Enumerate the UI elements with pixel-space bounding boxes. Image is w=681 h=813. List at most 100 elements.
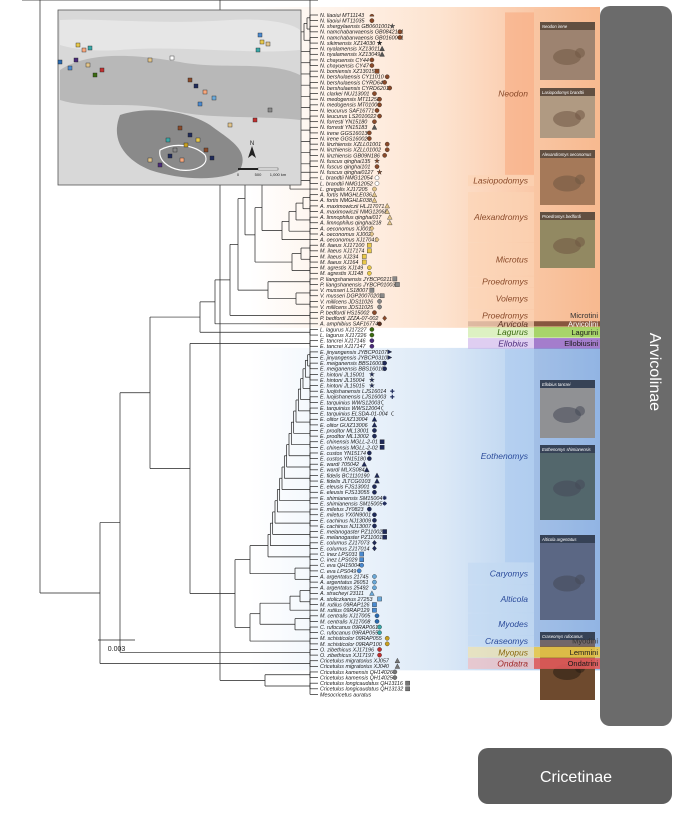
photo-animal-4 [553, 407, 581, 423]
leaf-label: E. meiganensis BBS16010 [320, 367, 384, 373]
tribe-bar-lagurini [534, 326, 600, 338]
map-sample-point [177, 125, 183, 131]
tip-symbol [369, 327, 375, 332]
photo-animal-head-5 [575, 479, 585, 490]
leaf-label: E. eleusis FJS13001 [320, 485, 369, 491]
photo-caption-1: Lasiopodomys brandtii [542, 90, 585, 95]
tip-symbol [397, 35, 403, 40]
tip-symbol [377, 596, 382, 602]
genus-box-alexandromys [468, 192, 534, 243]
tribe-label-microtini: Microtini [570, 311, 598, 320]
leaf-label: M. ilaeus XJ17100 [320, 243, 364, 249]
tip-symbol [374, 236, 380, 243]
genus-label-neodon: Neodon [498, 89, 528, 99]
photo-caption-bar-3 [540, 212, 595, 220]
genus-box-lagurus [468, 326, 534, 338]
leaf-label: E. luojishanensis LJS16014 [320, 389, 386, 395]
leaf-label: N. linzhiensis XZLL01002 [320, 148, 381, 154]
tip-symbol [382, 360, 387, 366]
subfamily-label-cricetinae: Cricetinae [540, 769, 612, 786]
genus-box-lasiopodomys [468, 175, 534, 187]
tip-symbol [387, 85, 393, 91]
photo-animal-2 [553, 175, 581, 192]
leaf-label: M. rutilus 09RAP126 [320, 602, 369, 608]
leaf-label: N. leucurus LS2010022 [320, 114, 376, 120]
tip-symbol [376, 168, 383, 175]
tip-symbol [367, 130, 372, 136]
tip-symbol [377, 102, 382, 108]
leaf-label: E. colurnus ZJ17014 [320, 546, 369, 552]
tip-symbol [361, 461, 367, 467]
subfamily-band-arvicolinae [600, 6, 672, 726]
tip-symbol [392, 276, 398, 282]
map-sample-point [193, 83, 199, 89]
genus-label-lagurus: Lagurus [497, 327, 528, 337]
tip-symbol [377, 624, 382, 630]
genus-box-microtus [468, 242, 534, 276]
photo-caption-bar-1 [540, 88, 595, 96]
tip-symbol [379, 45, 385, 51]
leaf-label: V. musseri LS18007 [320, 288, 369, 294]
leaf-label: C. inez LPS031 [320, 552, 357, 558]
tribe-bar-microtini [534, 9, 600, 321]
map-sample-point [167, 153, 173, 159]
leaf-label: E. wardi 705042 [320, 462, 359, 468]
leaf-label: M. ilaeus XJ164 [320, 260, 358, 266]
map-sample-point [99, 67, 105, 73]
photo-caption-3: Proedromys bedfordi [542, 214, 582, 219]
genus-box-proedromys [468, 309, 534, 321]
leaf-label: N. namchabarwaensis GB0160001 [320, 35, 404, 41]
tip-symbol [387, 355, 393, 360]
leaf-label: A. stracheyi 23111 [319, 591, 364, 597]
leaf-label: E. miletus JY0823 [320, 507, 363, 513]
tip-symbol [369, 18, 375, 23]
tip-symbol [367, 136, 372, 141]
leaf-label: N. shergylaensis GB0601001 [320, 24, 390, 30]
tribe-label-lagurini: Lagurini [571, 328, 598, 337]
leaf-label: L. brandtii NMG12054 [320, 176, 373, 182]
leaf-label: A. fortis NMGHLE036 [319, 193, 372, 199]
genus-box-arvicola [468, 321, 534, 327]
photo-caption-6: Alticola argentatus [541, 537, 577, 542]
tip-symbol [372, 91, 377, 96]
tip-symbol [369, 57, 375, 63]
tip-symbol [367, 450, 372, 456]
leaf-label: E. shimianensis SM15005 [320, 501, 383, 507]
leaf-label: N. linzhiensis XZLL01001 [320, 142, 381, 148]
tribe-label-ondatrini: Ondatrini [568, 659, 599, 668]
tip-symbol [369, 63, 375, 68]
tip-symbol [394, 657, 401, 664]
tip-symbol [374, 472, 380, 478]
leaf-label: P. bedfordi HS15002 [320, 310, 369, 316]
genus-box-neodon [505, 12, 534, 175]
tip-symbol [369, 287, 375, 293]
tip-symbol [369, 590, 375, 596]
tip-symbol [361, 259, 367, 265]
photo-caption-4: Ellobius tancrei [542, 382, 571, 387]
map-sample-point [259, 39, 265, 45]
leaf-label: Cricetulus longicaudatus QH13116 [320, 681, 403, 687]
photo-caption-5: Eothenomys shimianensis [542, 447, 592, 452]
genus-label-alexandromys: Alexandromys [473, 212, 529, 222]
photo-caption-bar-2 [540, 150, 595, 158]
leaf-label: Mesocricetus auratus [320, 692, 372, 698]
map-north [60, 19, 300, 52]
tip-symbol [374, 108, 380, 113]
leaf-label: E. fidelis BC1110190 [320, 473, 370, 479]
leaf-label: N. sikimensis XZ14030 [320, 41, 375, 47]
tip-symbol [359, 557, 364, 562]
tip-symbol [359, 562, 364, 568]
tip-symbol [377, 113, 382, 119]
tip-symbol [392, 669, 398, 675]
scale-bar-label: 0.003 [108, 646, 126, 653]
genus-box-volemys [468, 287, 534, 310]
leaf-label: N. fuscus qinghai135 [320, 159, 371, 165]
genus-label-myopus: Myopus [498, 647, 529, 657]
genus-box-myodes [468, 613, 534, 636]
photo-caption-bar-6 [540, 535, 595, 543]
leaf-label: E. jinyangensis JYBCP0107 [320, 350, 388, 356]
genus-label-proedromys: Proedromys [482, 277, 529, 287]
tip-symbol [374, 164, 380, 169]
tip-symbol [374, 175, 380, 181]
